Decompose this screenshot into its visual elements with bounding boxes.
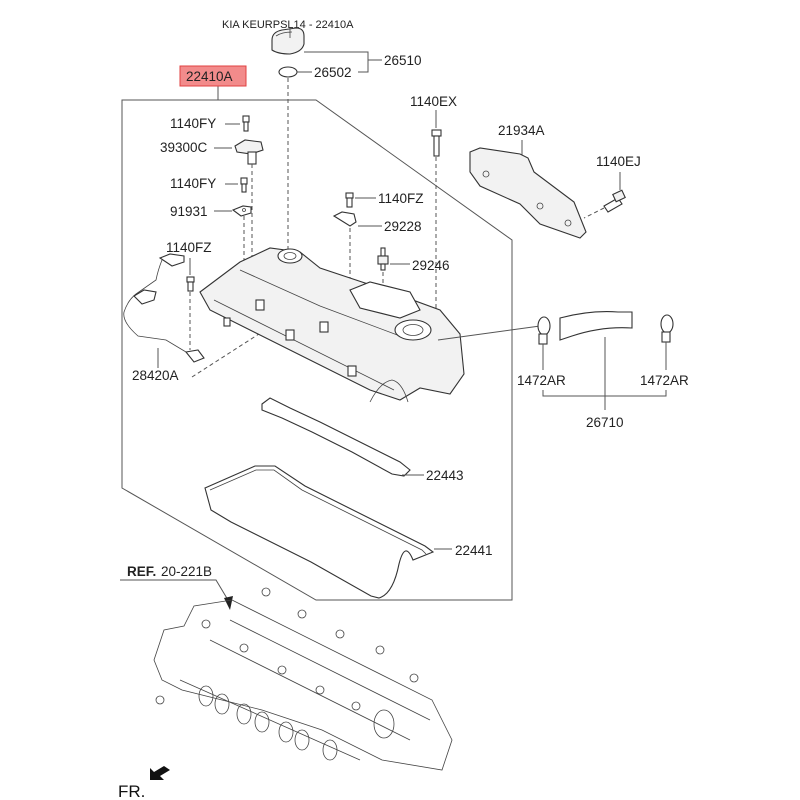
- front-arrow-icon: [150, 766, 170, 780]
- label-22441[interactable]: 22441: [455, 543, 493, 558]
- label-28420A[interactable]: 28420A: [132, 368, 179, 383]
- wiring-harness-28420A[interactable]: [123, 253, 205, 363]
- label-26710[interactable]: 26710: [586, 415, 624, 430]
- label-1140FZ-left[interactable]: 1140FZ: [166, 240, 212, 255]
- assembly-frame: [121, 86, 513, 601]
- bolt-1140FZ-left[interactable]: [186, 276, 195, 292]
- bolt-1140FZ-right[interactable]: [345, 192, 354, 208]
- main-part-number[interactable]: 22410A: [186, 69, 233, 84]
- label-1140FZ-right[interactable]: 1140FZ: [378, 191, 424, 206]
- bolt-1140FY-mid[interactable]: [240, 177, 248, 193]
- label-39300C[interactable]: 39300C: [160, 140, 208, 155]
- heat-shield-21934A[interactable]: [469, 147, 587, 239]
- front-indicator-label: FR.: [118, 782, 145, 800]
- bolt-1140FY-top[interactable]: [242, 115, 250, 132]
- bolt-1140EJ[interactable]: [603, 189, 626, 213]
- reference-label[interactable]: REF. 20-221B: [127, 564, 212, 579]
- label-1140EX[interactable]: 1140EX: [410, 94, 457, 109]
- label-1472AR-right[interactable]: 1472AR: [640, 373, 689, 388]
- label-29228[interactable]: 29228: [384, 219, 422, 234]
- ref-code[interactable]: 20-221B: [161, 564, 212, 579]
- label-26510[interactable]: 26510: [384, 53, 422, 68]
- oil-filler-cap[interactable]: [271, 27, 305, 55]
- bracket-29228[interactable]: [332, 211, 357, 227]
- hose-26710[interactable]: [559, 311, 633, 341]
- label-1140FY-top[interactable]: 1140FY: [170, 116, 216, 131]
- wiring-bracket-91931[interactable]: [231, 205, 252, 217]
- main-part-label[interactable]: 22410A: [179, 65, 247, 87]
- label-21934A[interactable]: 21934A: [498, 123, 545, 138]
- label-1472AR-left[interactable]: 1472AR: [517, 373, 566, 388]
- label-1140FY-mid[interactable]: 1140FY: [170, 176, 216, 191]
- clamp-1472AR-left[interactable]: [537, 316, 551, 345]
- cylinder-head-reference[interactable]: [153, 587, 453, 771]
- ref-arrow-icon: [224, 596, 233, 610]
- diagram-title: KIA KEURPSL14 - 22410A: [222, 19, 354, 31]
- ref-prefix: REF.: [127, 564, 156, 579]
- gasket-22443[interactable]: [261, 397, 411, 477]
- gasket-22441[interactable]: [204, 465, 435, 599]
- stud-29246[interactable]: [377, 247, 389, 271]
- label-29246[interactable]: 29246: [412, 258, 450, 273]
- o-ring[interactable]: [278, 66, 298, 78]
- camshaft-position-sensor[interactable]: [234, 139, 264, 165]
- label-22443[interactable]: 22443: [426, 468, 464, 483]
- label-1140EJ[interactable]: 1140EJ: [596, 154, 641, 169]
- label-91931[interactable]: 91931: [170, 204, 208, 219]
- clamp-1472AR-right[interactable]: [660, 314, 674, 343]
- label-26502[interactable]: 26502: [314, 65, 352, 80]
- cylinder-head-cover-22410A[interactable]: [199, 247, 465, 403]
- bolt-1140EX[interactable]: [431, 129, 442, 157]
